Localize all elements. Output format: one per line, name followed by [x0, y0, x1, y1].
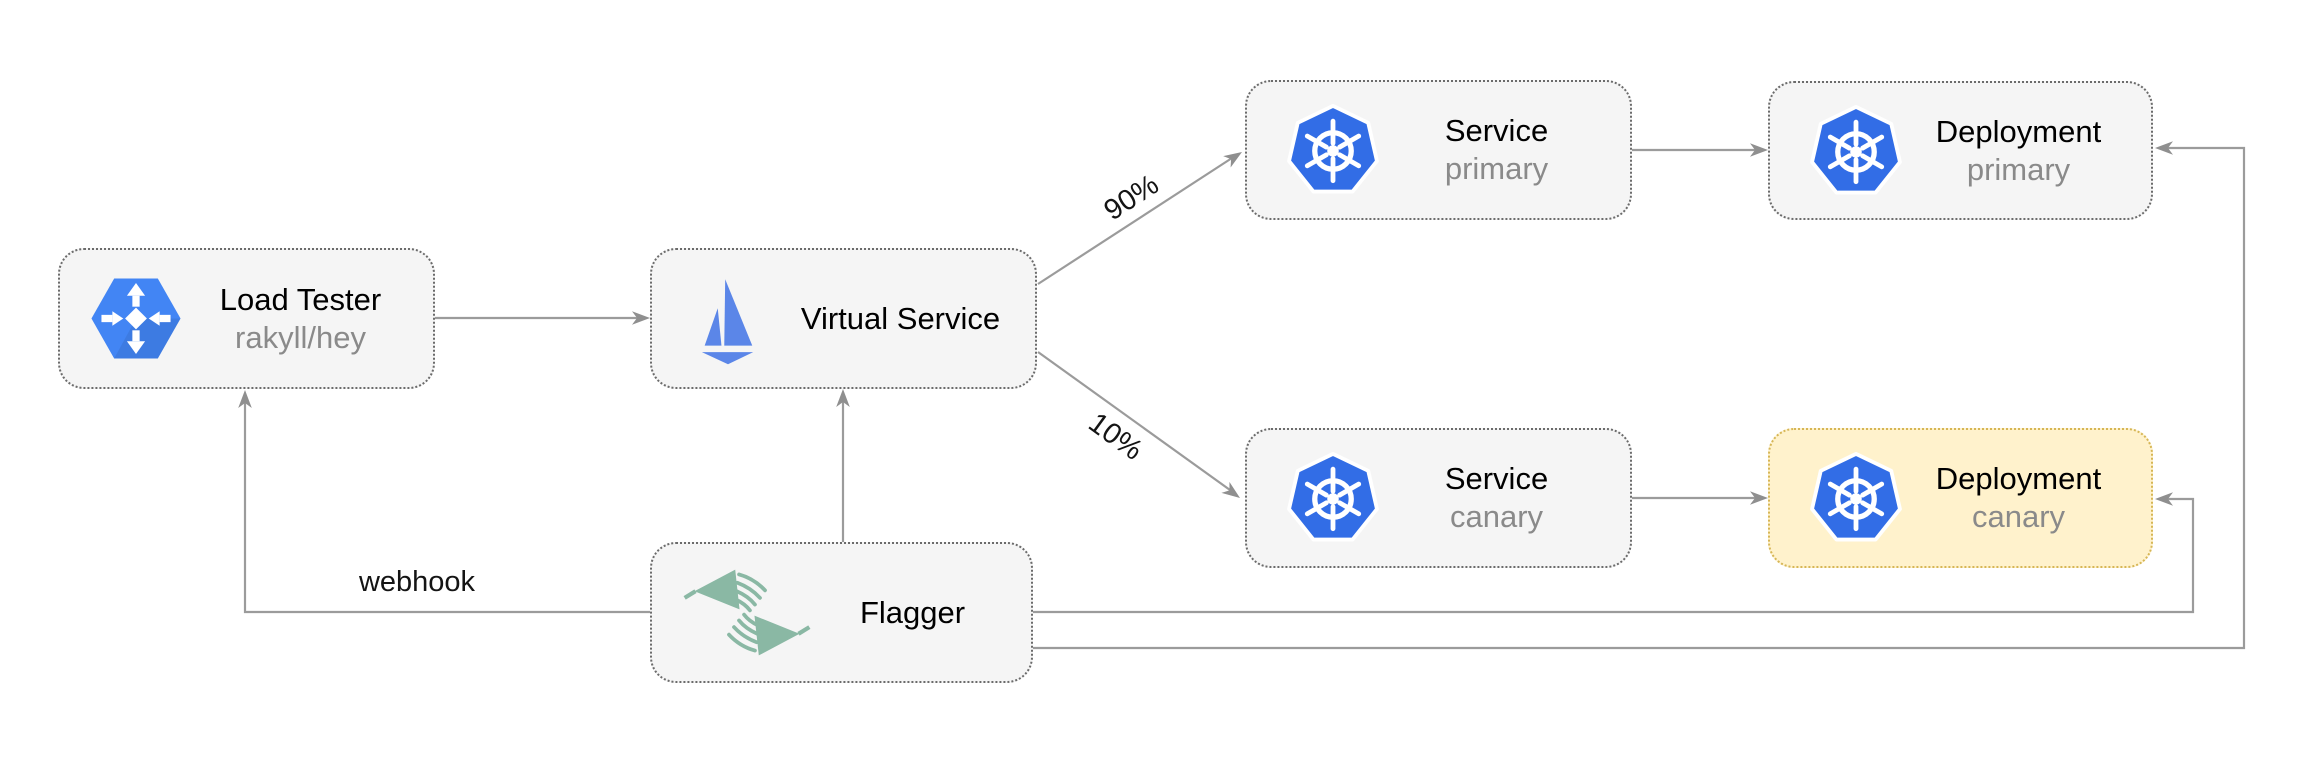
node-title: Deployment [1935, 461, 2102, 497]
edge-virtual-service-to-service-primary [1037, 157, 1233, 285]
node-subtitle: rakyll/hey [235, 319, 366, 355]
node-subtitle: primary [1966, 151, 2071, 187]
flagger-icon [682, 556, 812, 669]
kubernetes-icon [1808, 450, 1904, 546]
node-subtitle: canary [1971, 499, 2066, 534]
edge-flagger-webhook-to-load-tester [243, 398, 650, 614]
edge-flagger-to-deployment-primary [1033, 146, 2246, 650]
kubernetes-icon [1808, 103, 1904, 199]
node-title: Service [1444, 113, 1549, 149]
node-deployment-primary: Deployment primary [1768, 81, 2153, 220]
edge-label-webhook: webhook [358, 566, 476, 598]
node-service-primary: Service primary [1245, 80, 1632, 220]
node-subtitle: primary [1444, 151, 1549, 186]
node-title: Load Tester [219, 281, 382, 317]
edge-label-90-percent: 90% [1098, 169, 1164, 227]
node-flagger: Flagger [650, 542, 1033, 683]
istio-icon [700, 267, 784, 370]
node-title: Virtual Service [800, 300, 1001, 336]
node-title: Deployment [1935, 113, 2102, 149]
edge-label-10-percent: 10% [1083, 407, 1149, 467]
load-balancer-icon [86, 273, 186, 364]
node-load-tester: Load Tester rakyll/hey [58, 248, 435, 389]
node-deployment-canary: Deployment canary [1768, 428, 2153, 568]
node-virtual-service: Virtual Service [650, 248, 1037, 389]
edge-virtual-service-to-service-canary [1037, 351, 1231, 491]
node-subtitle: canary [1449, 499, 1544, 534]
kubernetes-icon [1285, 102, 1381, 198]
node-title: Service [1444, 461, 1549, 497]
node-service-canary: Service canary [1245, 428, 1632, 568]
node-title: Flagger [859, 594, 966, 630]
kubernetes-icon [1285, 450, 1381, 546]
